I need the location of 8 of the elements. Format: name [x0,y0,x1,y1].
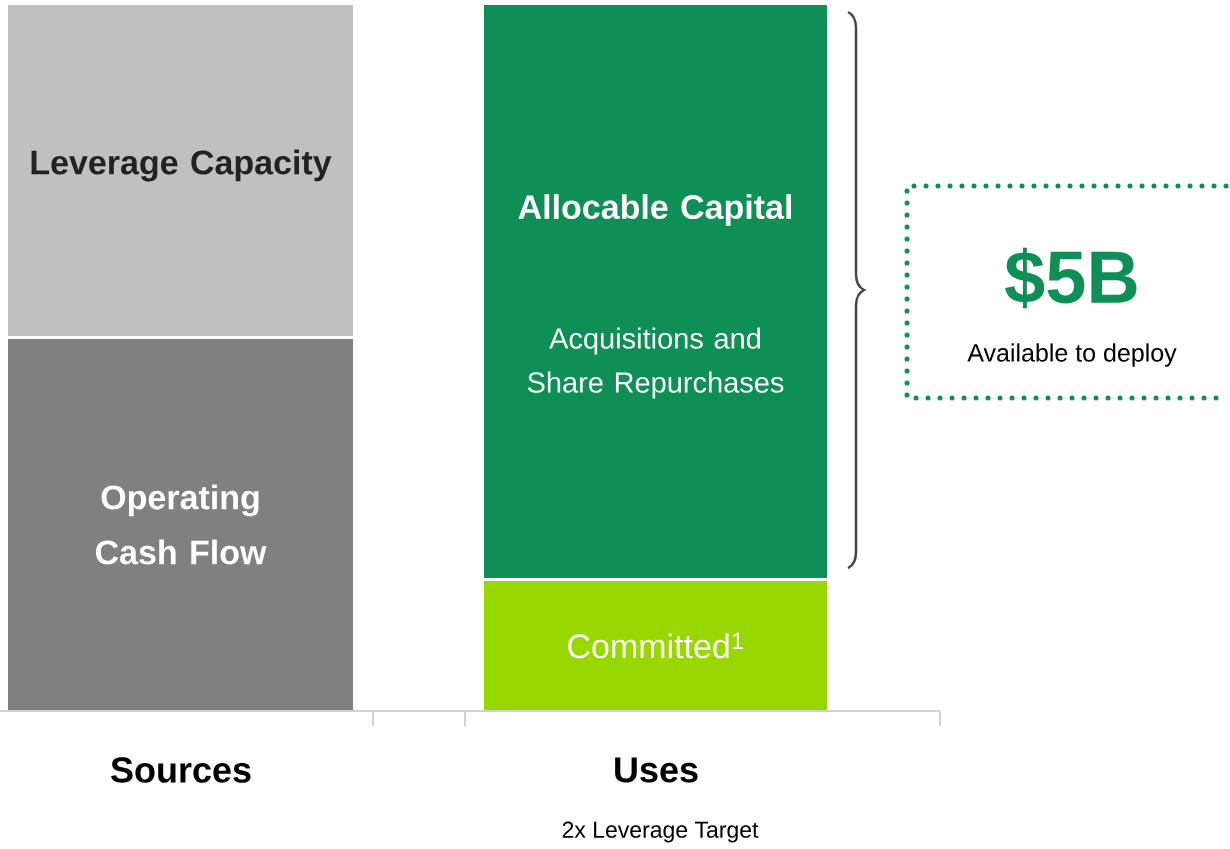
callout-box: $5B Available to deploy [904,183,1229,401]
stacked-bar-segment: Leverage Capacity [8,5,353,336]
axis-category-label: Uses [615,757,698,783]
stacked-bar-segment: Allocable Capital Acquisitions and Share Repurchases [484,5,827,578]
stacked-bar-segment: Committed$^{1}$ [484,581,827,710]
stacked-bar-segment: Operating Cash Flow [8,339,353,710]
axis-category-label: Sources [111,757,251,783]
footnote-text: 2x Leverage Target [562,821,759,843]
